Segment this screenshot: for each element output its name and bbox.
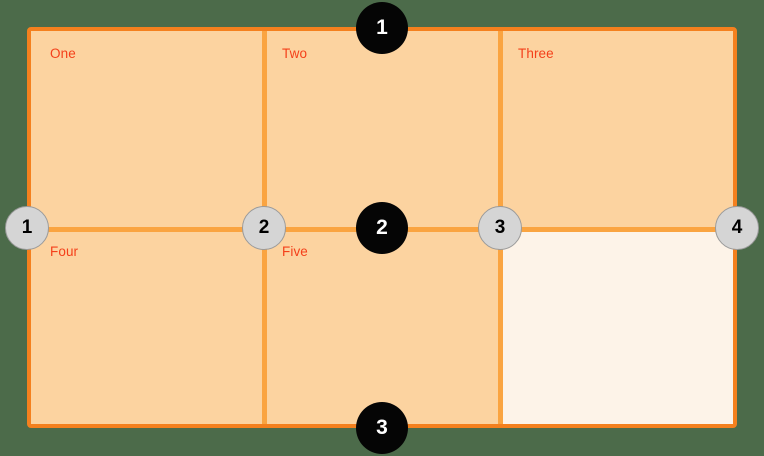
grid-cell-empty[interactable] (499, 229, 733, 424)
grid-cell-five[interactable]: Five (263, 229, 499, 424)
marker-dark-bottom[interactable]: 3 (356, 402, 408, 454)
marker-dark-middle-label: 2 (376, 216, 388, 239)
marker-light-col2[interactable]: 3 (478, 206, 522, 250)
marker-light-left-label: 1 (21, 217, 33, 238)
marker-light-col1[interactable]: 2 (242, 206, 286, 250)
grid-cell-five-label: Five (282, 244, 308, 259)
grid-cell-three-label: Three (518, 46, 554, 61)
grid-cell-two-label: Two (282, 46, 308, 61)
grid-cell-one-label: One (50, 46, 76, 61)
marker-dark-top-label: 1 (376, 16, 388, 39)
marker-light-right-label: 4 (731, 217, 743, 238)
grid-frame: One Two Three Four Five (27, 27, 737, 428)
grid-cell-one[interactable]: One (31, 31, 263, 229)
marker-light-col1-label: 2 (258, 217, 270, 238)
grid-cell-two[interactable]: Two (263, 31, 499, 229)
marker-light-right[interactable]: 4 (715, 206, 759, 250)
marker-light-left[interactable]: 1 (5, 206, 49, 250)
marker-light-col2-label: 3 (494, 217, 506, 238)
marker-dark-middle[interactable]: 2 (356, 202, 408, 254)
marker-dark-top[interactable]: 1 (356, 2, 408, 54)
grid-cell-four-label: Four (50, 244, 79, 259)
grid-cell-four[interactable]: Four (31, 229, 263, 424)
grid-cell-three[interactable]: Three (499, 31, 733, 229)
marker-dark-bottom-label: 3 (376, 416, 388, 439)
